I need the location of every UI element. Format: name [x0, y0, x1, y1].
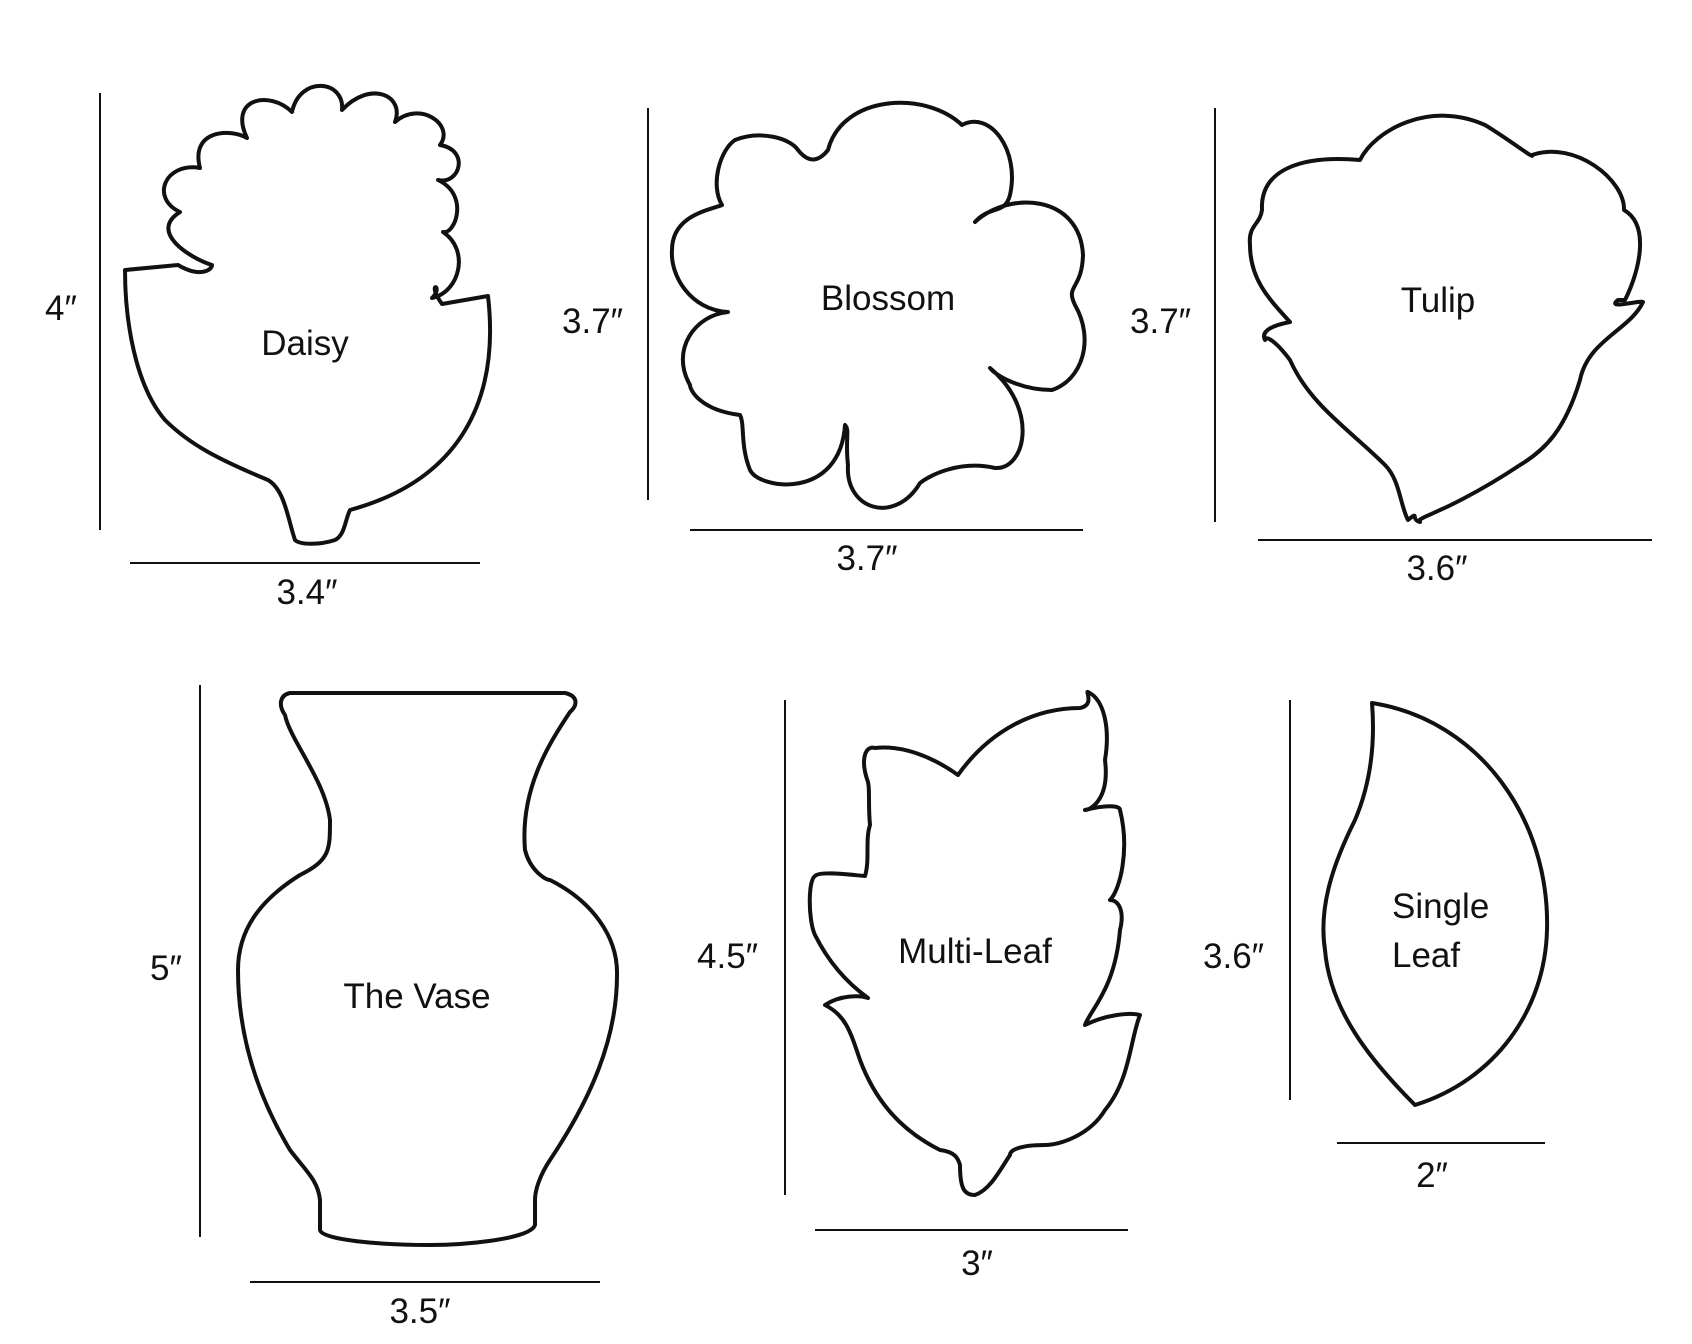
tulip-template: Tulip 3.7″ 3.6″	[1130, 108, 1652, 588]
vase-width-label: 3.5″	[389, 1292, 450, 1331]
daisy-width-label: 3.4″	[276, 573, 337, 612]
daisy-label: Daisy	[261, 324, 349, 363]
blossom-outline	[669, 100, 1087, 510]
single-leaf-template: Single Leaf 3.6″ 2″	[1203, 700, 1550, 1195]
single-leaf-label-line1: Single	[1392, 887, 1489, 926]
multi-leaf-outline-main	[807, 689, 1142, 1197]
daisy-outline	[123, 83, 493, 546]
blossom-template: Blossom 3.7″ 3.7″	[562, 100, 1087, 578]
multi-leaf-label: Multi-Leaf	[898, 932, 1052, 971]
blossom-label: Blossom	[821, 279, 955, 318]
single-leaf-width-label: 2″	[1416, 1156, 1448, 1195]
daisy-height-label: 4″	[45, 289, 77, 328]
tulip-label: Tulip	[1401, 281, 1476, 320]
tulip-width-label: 3.6″	[1406, 549, 1467, 588]
daisy-template: Daisy 4″ 3.4″	[45, 83, 493, 612]
single-leaf-outline	[1321, 701, 1550, 1107]
multi-leaf-height-label: 4.5″	[697, 937, 758, 976]
single-leaf-height-label: 3.6″	[1203, 937, 1264, 976]
blossom-width-label: 3.7″	[836, 539, 897, 578]
tulip-outline	[1247, 113, 1645, 524]
vase-outline	[236, 691, 620, 1247]
vase-template: The Vase 5″ 3.5″	[150, 685, 620, 1331]
multi-leaf-template: Multi-Leaf 4.5″ 3″	[697, 689, 1142, 1283]
multi-leaf-width-label: 3″	[961, 1244, 993, 1283]
tulip-height-label: 3.7″	[1130, 302, 1191, 341]
blossom-height-label: 3.7″	[562, 302, 623, 341]
single-leaf-label-line2: Leaf	[1392, 936, 1460, 975]
vase-height-label: 5″	[150, 949, 182, 988]
vase-label: The Vase	[343, 977, 490, 1016]
